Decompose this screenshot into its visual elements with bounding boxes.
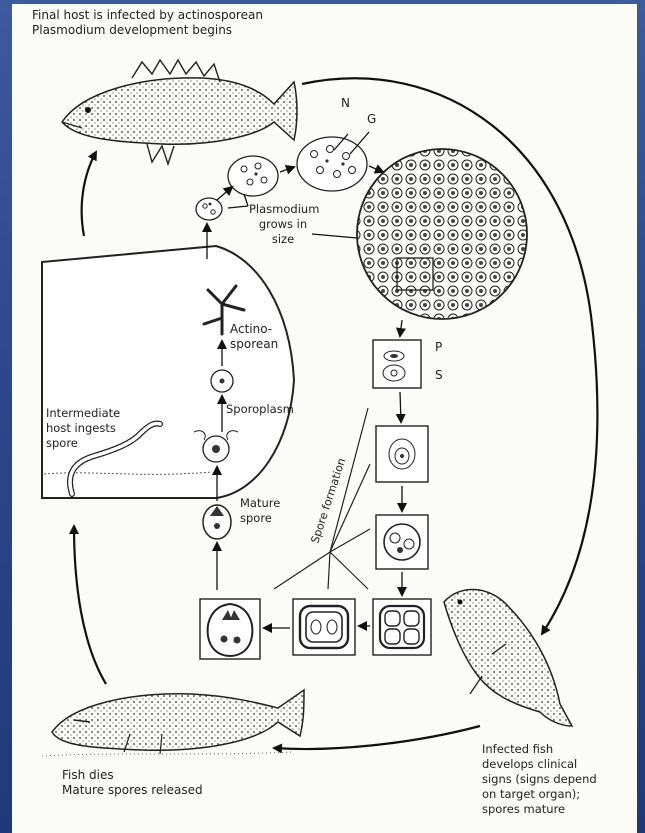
fish-dies-line2: Mature spores released xyxy=(62,783,203,798)
polar-capsule-label: P xyxy=(435,340,442,355)
nucleus-label: N xyxy=(341,96,350,111)
sporoplasm-label: Sporoplasm xyxy=(226,402,294,417)
intermediate-line2: host ingests xyxy=(46,421,120,436)
spore-formation-label: Spore formation xyxy=(308,457,348,545)
infected-line4: on target organ); xyxy=(482,787,597,802)
mature-spore-label: Mature spore xyxy=(240,496,280,526)
plasmodium-label: Plasmodium grows in size xyxy=(249,202,317,247)
plasmodium-line2: grows in xyxy=(249,217,317,232)
mature-spore xyxy=(203,505,231,539)
intermediate-line1: Intermediate xyxy=(46,406,120,421)
mature-line1: Mature xyxy=(240,496,280,511)
plasmodium-line1: Plasmodium xyxy=(249,202,317,217)
final-host-line2: Plasmodium development begins xyxy=(32,23,263,38)
large-plasmodium xyxy=(357,149,527,319)
infected-line1: Infected fish xyxy=(482,742,597,757)
fish-dies-label: Fish dies Mature spores released xyxy=(62,768,203,798)
infected-fish-label: Infected fish develops clinical signs (s… xyxy=(482,742,597,817)
infected-line3: signs (signs depend xyxy=(482,772,597,787)
actino-line1: Actino- xyxy=(230,322,278,337)
dead-fish xyxy=(42,690,304,756)
mature-line2: spore xyxy=(240,511,280,526)
actinosporean-label: Actino- sporean xyxy=(230,322,278,352)
final-host-fish xyxy=(62,60,297,164)
intermediate-host-label: Intermediate host ingests spore xyxy=(46,406,120,451)
infected-fish xyxy=(444,589,572,726)
diagram-canvas: Spore formation Final host is infected b… xyxy=(12,4,637,833)
infected-line5: spores mature xyxy=(482,802,597,817)
fish-dies-line1: Fish dies xyxy=(62,768,203,783)
sporoplasm-cell-label: S xyxy=(435,368,443,383)
plasmodium-line3: size xyxy=(249,232,317,247)
generative-cell-label: G xyxy=(367,112,376,127)
final-host-line1: Final host is infected by actinosporean xyxy=(32,8,263,23)
actino-line2: sporean xyxy=(230,337,278,352)
infected-line2: develops clinical xyxy=(482,757,597,772)
intermediate-line3: spore xyxy=(46,436,120,451)
final-host-label: Final host is infected by actinosporean … xyxy=(32,8,263,38)
